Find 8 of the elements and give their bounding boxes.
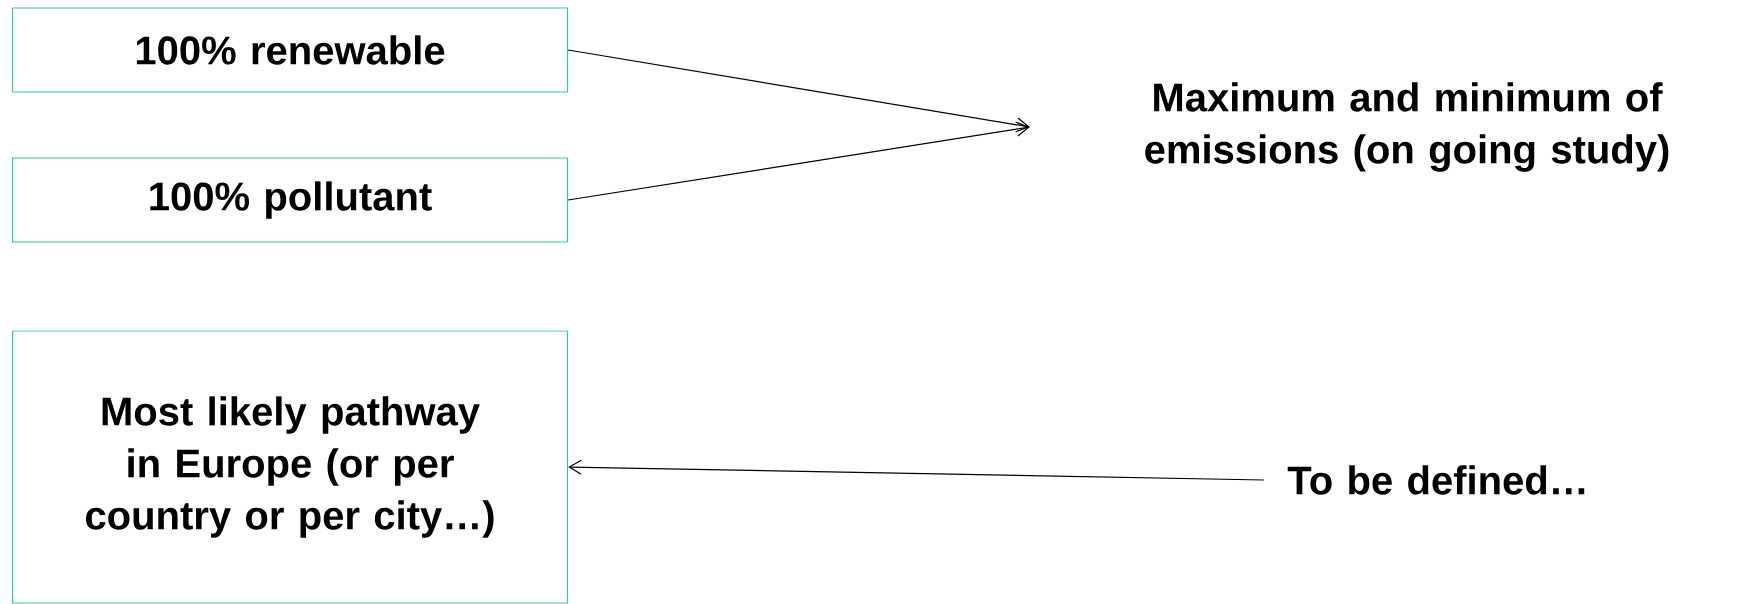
arrow — [568, 459, 1265, 481]
text-label: To be defined… — [1287, 465, 1585, 495]
text-box: Most likely pathway in Europe (or per country or per city…) — [11, 330, 569, 604]
text-box: 100% pollutant — [11, 157, 569, 243]
text-label: Maximum and minimum of emissions (on going study) — [1145, 82, 1669, 172]
arrow — [567, 121, 1030, 201]
arrow — [567, 49, 1030, 133]
text-box: 100% renewable — [11, 7, 569, 93]
